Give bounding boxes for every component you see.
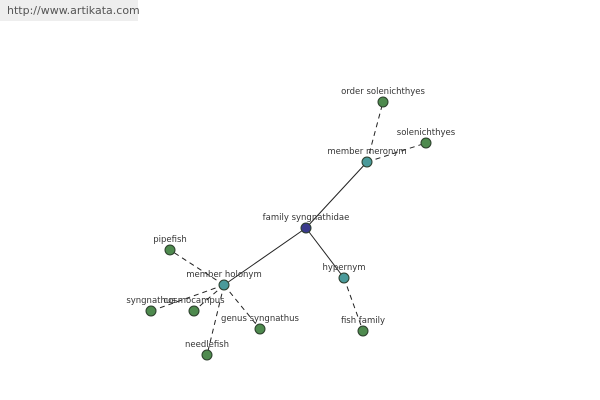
node-label-syngnathus: syngnathus xyxy=(126,296,176,306)
edge-holonym-cosmo xyxy=(193,284,225,312)
node-label-needlefish: needlefish xyxy=(185,340,229,350)
node-cosmo[interactable] xyxy=(188,305,200,317)
node-genus[interactable] xyxy=(254,323,266,335)
node-meronym[interactable] xyxy=(361,156,373,168)
edge-meronym-order xyxy=(366,101,384,163)
node-label-solen: solenichthyes xyxy=(397,128,456,138)
node-family[interactable] xyxy=(300,222,312,234)
node-label-genus: genus syngnathus xyxy=(221,314,299,324)
edge-meronym-solen xyxy=(366,142,427,163)
node-label-meronym: member meronym xyxy=(327,147,406,157)
node-hypernym[interactable] xyxy=(338,272,350,284)
node-label-pipefish: pipefish xyxy=(153,235,187,245)
edge-family-hypernym xyxy=(305,227,345,279)
edges-layer xyxy=(150,101,427,356)
node-label-family: family syngnathidae xyxy=(263,213,350,223)
node-label-holonym: member holonym xyxy=(186,270,261,280)
node-label-cosmo: cosmocampus xyxy=(163,296,225,306)
node-order[interactable] xyxy=(377,96,389,108)
edge-holonym-pipefish xyxy=(169,249,225,286)
edge-family-holonym xyxy=(223,227,307,286)
edge-family-meronym xyxy=(305,161,368,229)
edge-hypernym-fishfam xyxy=(343,277,364,332)
node-syngnathus[interactable] xyxy=(145,305,157,317)
node-label-order: order solenichthyes xyxy=(341,87,425,97)
node-pipefish[interactable] xyxy=(164,244,176,256)
source-url-link[interactable]: http://www.artikata.com xyxy=(0,0,140,21)
edge-holonym-needlefish xyxy=(206,284,225,356)
edge-holonym-genus xyxy=(223,284,261,330)
nodes-layer xyxy=(145,96,432,361)
node-needlefish[interactable] xyxy=(201,349,213,361)
node-label-fishfam: fish family xyxy=(341,316,385,326)
labels-layer: family syngnathidae member meronym member … xyxy=(126,87,455,350)
node-solen[interactable] xyxy=(420,137,432,149)
node-fishfam[interactable] xyxy=(357,325,369,337)
edge-holonym-syngnathus xyxy=(150,284,225,312)
node-holonym[interactable] xyxy=(218,279,230,291)
node-label-hypernym: hypernym xyxy=(322,263,365,273)
